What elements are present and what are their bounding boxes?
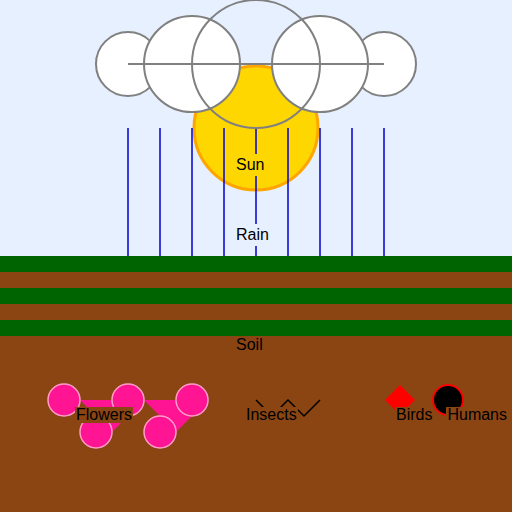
- grass-band: [0, 256, 512, 272]
- scene-label: Soil: [235, 337, 264, 353]
- scene-label: Birds: [395, 407, 433, 423]
- rain-drop-line: [255, 246, 257, 256]
- scene-label: Flowers: [75, 407, 133, 423]
- grass-band: [0, 320, 512, 336]
- sun-label: Sun: [235, 157, 265, 173]
- grass-band: [0, 288, 512, 304]
- cloud-puff: [352, 32, 416, 96]
- rain-drop-line: [383, 128, 385, 256]
- soil-ground: [0, 256, 512, 512]
- rain-drop-line: [319, 128, 321, 256]
- rain-drop-line: [159, 128, 161, 256]
- rain-drop-line: [351, 128, 353, 256]
- scene-label: Humans: [446, 407, 508, 423]
- flower-head: [176, 384, 208, 416]
- scene-label: Insects: [245, 407, 298, 423]
- rain-drop-line: [191, 128, 193, 256]
- rain-drop-line: [127, 128, 129, 256]
- sun-disc: [194, 66, 318, 190]
- sun-circle: Sun: [192, 64, 320, 192]
- scene-label: Rain: [235, 227, 270, 243]
- flower-head: [144, 416, 176, 448]
- cloud-puff: [96, 32, 160, 96]
- flowers-icon: [48, 384, 208, 448]
- sky: [0, 0, 512, 256]
